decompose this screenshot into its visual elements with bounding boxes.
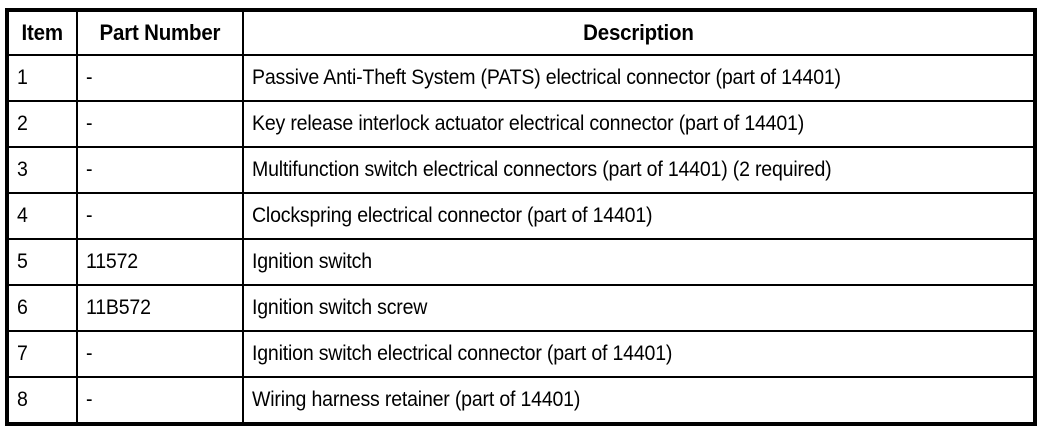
cell-item-value: 3: [17, 157, 28, 181]
column-header-description: Description: [241, 9, 1037, 56]
cell-part-number: 11B572: [76, 284, 244, 332]
cell-part-number: -: [76, 192, 244, 240]
cell-description-value: Ignition switch: [251, 249, 372, 273]
cell-item: 1: [5, 54, 79, 102]
table-row: 7 - Ignition switch electrical connector…: [5, 330, 1037, 378]
cell-description-value: Ignition switch screw: [251, 295, 428, 319]
table-row: 5 11572 Ignition switch: [5, 238, 1037, 286]
cell-part-number-value: 11B572: [86, 295, 152, 319]
column-header-item-label: Item: [21, 20, 64, 46]
cell-item: 6: [5, 284, 79, 332]
cell-description: Ignition switch: [241, 238, 1037, 286]
cell-item-value: 8: [17, 387, 28, 411]
table-row: 6 11B572 Ignition switch screw: [5, 284, 1037, 332]
cell-part-number-value: -: [86, 203, 93, 227]
cell-part-number: -: [76, 54, 244, 102]
cell-part-number-value: -: [86, 341, 93, 365]
table-row: 3 - Multifunction switch electrical conn…: [5, 146, 1037, 194]
column-header-part-number: Part Number: [76, 9, 244, 56]
cell-item-value: 5: [17, 249, 28, 273]
cell-description: Ignition switch screw: [241, 284, 1037, 332]
cell-part-number-value: -: [86, 111, 93, 135]
cell-part-number: 11572: [76, 238, 244, 286]
table-row: 1 - Passive Anti-Theft System (PATS) ele…: [5, 54, 1037, 102]
cell-part-number-value: 11572: [86, 249, 139, 273]
cell-description: Key release interlock actuator electrica…: [241, 100, 1037, 148]
cell-item: 7: [5, 330, 79, 378]
cell-item-value: 4: [17, 203, 28, 227]
cell-item: 8: [5, 376, 79, 425]
cell-part-number-value: -: [86, 157, 93, 181]
cell-description: Wiring harness retainer (part of 14401): [241, 376, 1037, 425]
cell-item: 3: [5, 146, 79, 194]
cell-part-number-value: -: [86, 387, 93, 411]
cell-part-number: -: [76, 100, 244, 148]
cell-item: 4: [5, 192, 79, 240]
cell-part-number-value: -: [86, 65, 93, 89]
cell-description-value: Clockspring electrical connector (part o…: [251, 203, 653, 227]
cell-item: 2: [5, 100, 79, 148]
cell-part-number: -: [76, 330, 244, 378]
table-row: 4 - Clockspring electrical connector (pa…: [5, 192, 1037, 240]
cell-description: Multifunction switch electrical connecto…: [241, 146, 1037, 194]
cell-description-value: Multifunction switch electrical connecto…: [251, 157, 832, 181]
cell-description-value: Passive Anti-Theft System (PATS) electri…: [251, 65, 841, 89]
cell-description: Clockspring electrical connector (part o…: [241, 192, 1037, 240]
table-row: 2 - Key release interlock actuator elect…: [5, 100, 1037, 148]
column-header-description-label: Description: [583, 20, 694, 46]
cell-item-value: 7: [17, 341, 28, 365]
column-header-part-number-label: Part Number: [99, 20, 221, 46]
cell-description-value: Wiring harness retainer (part of 14401): [251, 387, 581, 411]
table-row: 8 - Wiring harness retainer (part of 144…: [5, 376, 1037, 425]
cell-description-value: Key release interlock actuator electrica…: [251, 111, 804, 135]
cell-item-value: 2: [17, 111, 28, 135]
cell-description: Ignition switch electrical connector (pa…: [241, 330, 1037, 378]
column-header-item: Item: [5, 9, 79, 56]
table-body: 1 - Passive Anti-Theft System (PATS) ele…: [5, 54, 1037, 425]
cell-part-number: -: [76, 146, 244, 194]
table-header-row: Item Part Number Description: [5, 9, 1037, 56]
cell-item-value: 6: [17, 295, 28, 319]
parts-legend-table: Item Part Number Description 1 - Passive…: [5, 8, 1037, 426]
cell-description-value: Ignition switch electrical connector (pa…: [251, 341, 673, 365]
cell-description: Passive Anti-Theft System (PATS) electri…: [241, 54, 1037, 102]
table-header: Item Part Number Description: [5, 9, 1037, 56]
cell-item: 5: [5, 238, 79, 286]
cell-item-value: 1: [17, 65, 28, 89]
cell-part-number: -: [76, 376, 244, 425]
